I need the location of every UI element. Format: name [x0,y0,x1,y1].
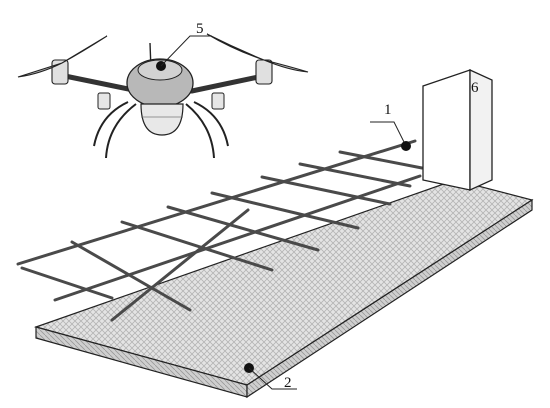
drone [17,33,309,159]
rebar-grid [16,139,424,322]
label-5: 5 [196,21,204,37]
label-6: 6 [471,80,479,96]
base-station-cabinet [422,68,493,192]
label-2: 2 [284,375,292,391]
label-1: 1 [384,102,392,118]
sensor-node-1 [370,121,411,151]
ground-slab [33,179,534,399]
ground-node-2 [244,363,297,390]
